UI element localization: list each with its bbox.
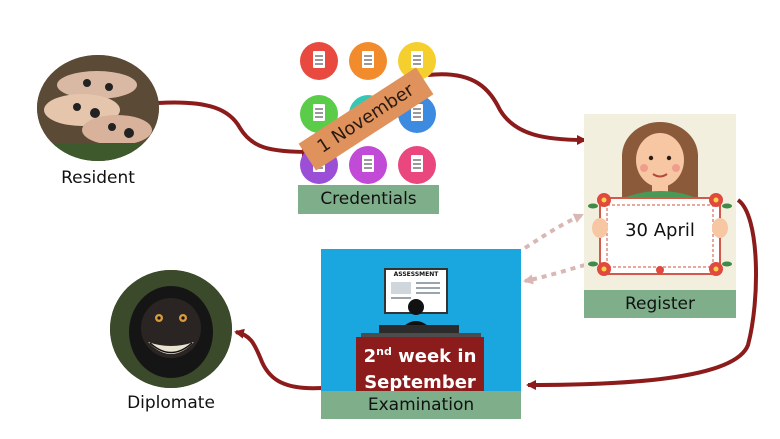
resident-label: Resident bbox=[61, 168, 135, 188]
register-date: 30 April bbox=[625, 220, 695, 241]
doc-pink-icon bbox=[398, 146, 436, 184]
exam-date-line2: September bbox=[364, 372, 476, 393]
doc-orange-icon bbox=[349, 42, 387, 80]
credentials-icon-grid bbox=[300, 42, 440, 187]
exam-date-line1: 2nd week in bbox=[363, 345, 477, 367]
resident-pigs-image bbox=[37, 55, 159, 161]
register-illustration bbox=[588, 122, 732, 276]
dashed-arrow-upper bbox=[523, 213, 584, 250]
arrow-resident-to-credentials bbox=[157, 100, 312, 157]
doc-red-icon bbox=[300, 42, 338, 80]
exam-desk-illustration bbox=[361, 268, 481, 337]
dashed-arrow-lower bbox=[523, 263, 586, 285]
register-card: 30 April bbox=[584, 114, 736, 290]
flower-decoration bbox=[588, 193, 732, 276]
monkey-illustration bbox=[110, 270, 232, 388]
examination-date-box: 2nd week in September bbox=[356, 337, 484, 395]
credentials-label: Credentials bbox=[298, 185, 439, 214]
exam-screen-title: ASSESSMENT bbox=[393, 271, 439, 278]
arrow-credentials-to-register bbox=[427, 72, 587, 145]
register-label: Register bbox=[584, 290, 736, 318]
arrow-register-to-examination bbox=[526, 198, 758, 390]
pigs-illustration bbox=[37, 55, 159, 161]
diplomate-monkey-image bbox=[110, 270, 232, 388]
diplomate-label: Diplomate bbox=[127, 393, 215, 413]
doc-magenta-icon bbox=[349, 146, 387, 184]
examination-label: Examination bbox=[321, 391, 521, 419]
arrow-examination-to-diplomate bbox=[234, 328, 323, 391]
